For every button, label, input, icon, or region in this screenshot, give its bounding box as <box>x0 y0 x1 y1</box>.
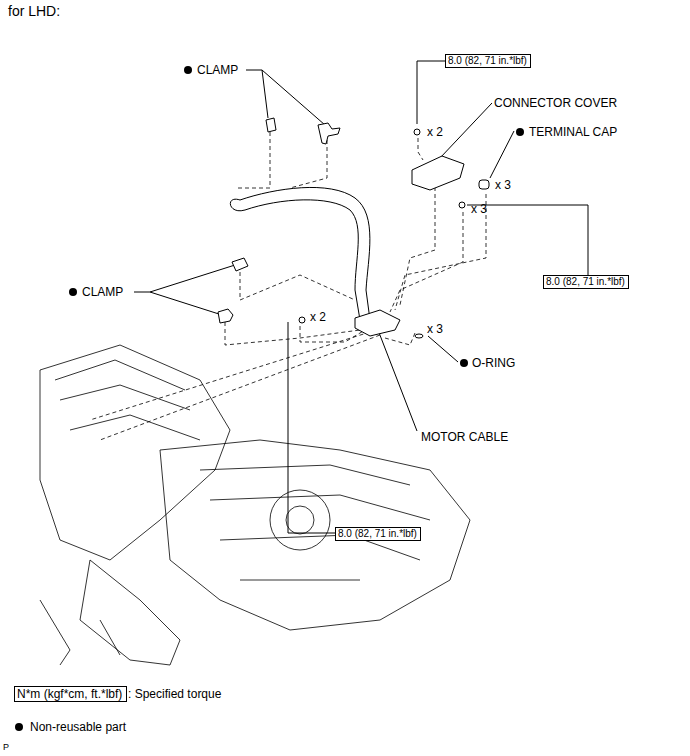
legend-torque-box: N*m (kgf*cm, ft.*lbf) <box>14 686 127 702</box>
part-name: O-RING <box>472 356 515 370</box>
clamp-part <box>232 258 248 271</box>
dashed-line <box>400 180 435 305</box>
connector-cover <box>412 156 464 190</box>
engine-outline <box>40 345 230 560</box>
transmission-detail <box>286 506 314 534</box>
quantity: x 3 <box>427 322 443 336</box>
dashed-line <box>100 335 380 440</box>
dashed-line <box>418 138 423 160</box>
quantity: x 2 <box>310 310 326 324</box>
leader-line <box>288 322 335 533</box>
clamp-part <box>218 309 233 323</box>
torque-value: N*m (kgf*cm, ft.*lbf) <box>17 687 124 701</box>
bolt <box>459 202 465 208</box>
dashed-line <box>385 333 415 345</box>
transmission-detail <box>200 465 430 580</box>
non-reusable-mark <box>516 128 524 136</box>
non-reusable-mark <box>184 66 192 74</box>
page-code: P <box>3 742 9 753</box>
non-reusable-mark <box>460 359 468 367</box>
torque-spec-box: 8.0 (82, 71 in.*lbf) <box>335 527 421 541</box>
dashed-line <box>290 140 327 188</box>
leader-line <box>150 292 222 315</box>
engine-detail <box>40 600 120 665</box>
title-label: for LHD: <box>8 3 60 19</box>
quantity: x 3 <box>471 202 487 216</box>
leader-line <box>262 70 325 125</box>
quantity: x 3 <box>495 178 511 192</box>
motor-cable <box>230 187 370 320</box>
legend-text: Non-reusable part <box>30 720 126 734</box>
legend-mark <box>15 723 23 731</box>
clamp-part <box>266 118 276 132</box>
dashed-line <box>90 332 370 420</box>
cable-connector <box>355 310 400 336</box>
dashed-line <box>240 272 355 300</box>
torque-spec-box: 8.0 (82, 71 in.*lbf) <box>543 275 629 289</box>
part-name: CONNECTOR COVER <box>494 96 617 110</box>
dashed-line <box>238 132 270 188</box>
dashed-line <box>390 212 463 312</box>
torque-value: 8.0 (82, 71 in.*lbf) <box>338 528 418 540</box>
part-name: CLAMP <box>197 63 238 77</box>
part-name: CLAMP <box>82 285 123 299</box>
leader-line <box>417 61 445 124</box>
engine-mount <box>80 560 180 665</box>
part-name: TERMINAL CAP <box>529 125 617 139</box>
o-ring <box>415 334 423 338</box>
transmission-detail <box>270 490 330 550</box>
leader-line <box>428 336 458 362</box>
quantity: x 2 <box>427 125 443 139</box>
torque-value: 8.0 (82, 71 in.*lbf) <box>546 276 626 288</box>
leader-line <box>378 330 417 431</box>
leader-line <box>246 70 268 118</box>
torque-value: 8.0 (82, 71 in.*lbf) <box>448 55 528 67</box>
leader-line <box>440 103 492 158</box>
engine-detail <box>55 360 200 440</box>
terminal-cap <box>479 180 489 189</box>
bolt <box>299 317 305 323</box>
leader-line <box>134 265 235 292</box>
legend-text: : Specified torque <box>128 687 221 701</box>
torque-spec-box: 8.0 (82, 71 in.*lbf) <box>445 54 531 68</box>
non-reusable-mark <box>69 288 77 296</box>
clamp-part <box>318 123 340 144</box>
part-name: MOTOR CABLE <box>421 430 508 444</box>
bolt <box>414 129 420 135</box>
transmission-outline <box>160 440 470 630</box>
leader-line <box>490 131 514 178</box>
